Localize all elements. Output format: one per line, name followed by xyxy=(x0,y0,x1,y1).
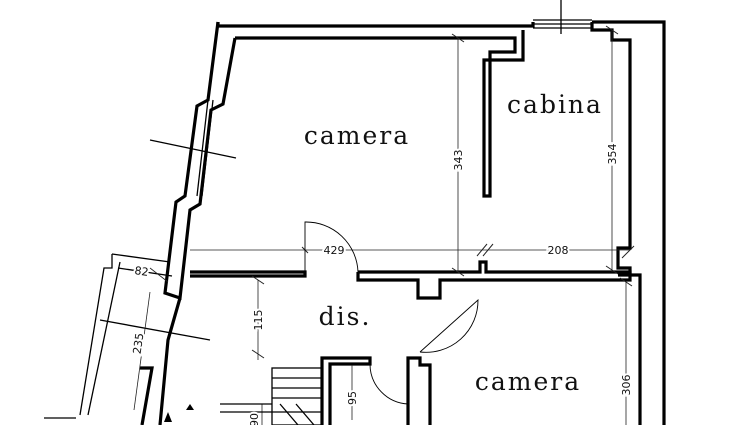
cabina-right-wall xyxy=(590,22,632,275)
door-bath xyxy=(369,363,409,405)
outer-wall-top-inner xyxy=(235,30,525,198)
dimension-label-90: 90 xyxy=(248,413,261,425)
stairs xyxy=(164,367,323,425)
dimension-label-306: 306 xyxy=(620,375,633,396)
walls xyxy=(140,0,666,425)
room-label-camera-top: camera xyxy=(304,121,410,150)
balcony xyxy=(44,253,211,419)
dimension-label-95: 95 xyxy=(346,391,359,405)
room-label-dis: dis. xyxy=(319,302,372,331)
dimension-label-354: 354 xyxy=(606,144,619,165)
camera-bottom-left-wall xyxy=(406,356,432,425)
camera-left-wall xyxy=(163,21,237,301)
camera-bottom-wall xyxy=(190,270,307,278)
left-window xyxy=(149,99,237,197)
doors xyxy=(304,221,479,405)
room-label-cabina: cabina xyxy=(507,90,603,119)
dimension-label-235: 235 xyxy=(131,332,147,355)
lower-left-wall xyxy=(140,366,154,425)
camera-bottom-wall-right xyxy=(356,260,632,300)
dimension-label-343: 343 xyxy=(452,150,465,171)
camera-bottom-right-wall xyxy=(618,273,642,425)
door-camera-bottom xyxy=(419,298,479,353)
dimension-label-82: 82 xyxy=(134,264,150,279)
outer-wall-top-left xyxy=(216,22,535,28)
outer-wall-top-right xyxy=(592,20,666,425)
dimension-label-429: 429 xyxy=(324,244,345,257)
dimension-label-208: 208 xyxy=(548,244,569,257)
dimension-label-115: 115 xyxy=(252,310,265,331)
room-label-camera-bottom: camera xyxy=(475,367,581,396)
door-camera-dis xyxy=(304,221,359,273)
dis-left-wall xyxy=(158,297,182,425)
